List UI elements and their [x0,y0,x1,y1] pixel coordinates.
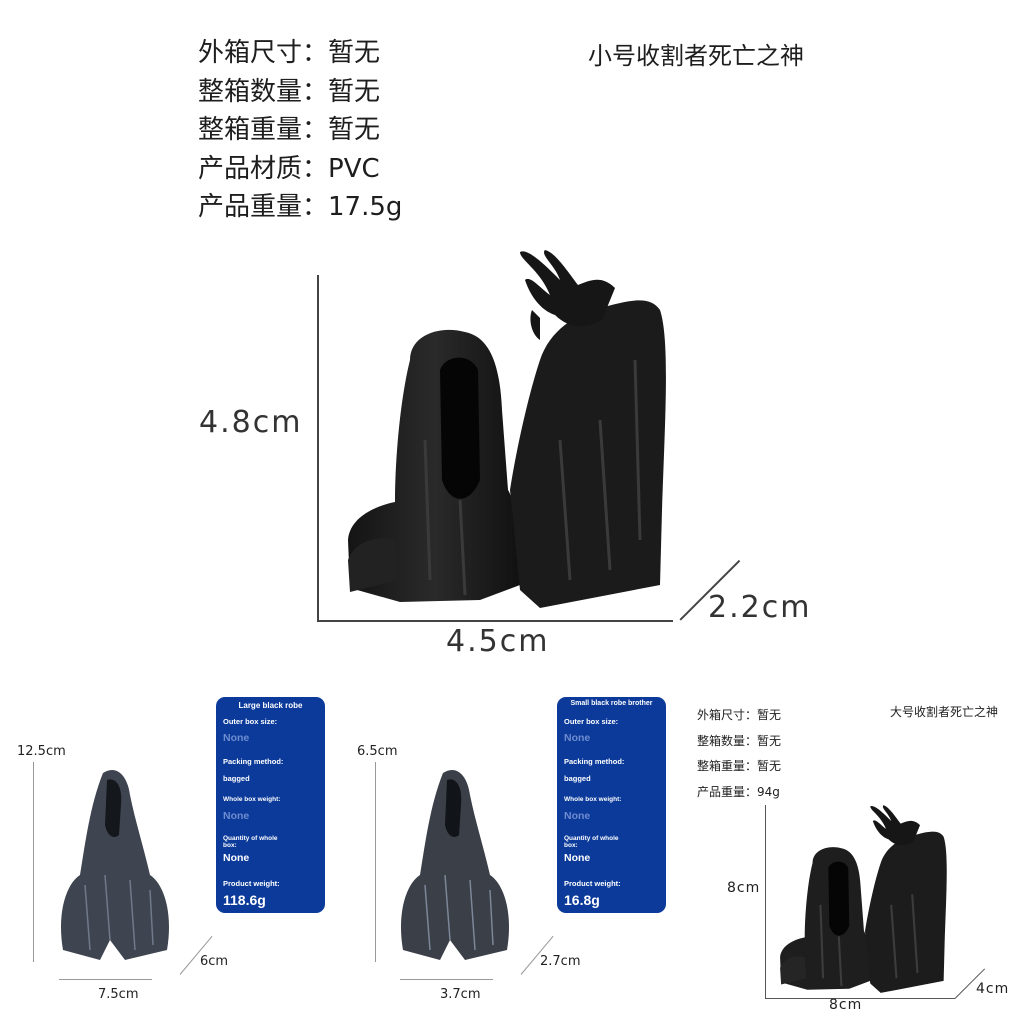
spec-value: 17.5g [328,192,403,222]
spec-value: 暂无 [757,759,782,773]
spec-label: 产品重量： [697,784,758,799]
spec-value: PVC [328,153,380,184]
spec-row: 整箱重量：暂无 [697,754,781,780]
large-reaper-figure-image [780,805,947,993]
width-line [317,620,673,622]
spec-value: 暂无 [328,76,381,107]
height-line [317,275,319,620]
spec-value: 暂无 [328,38,381,68]
small-width-label: 3.7cm [440,987,481,1002]
spec-value: 暂无 [328,115,381,145]
product-weight-value: 16.8g [564,892,600,908]
product-title-small-reaper: 小号收割者死亡之神 [588,42,804,70]
outer-box-label: Outer box size: [564,717,619,726]
top-spec-list: 外箱尺寸：暂无 整箱数量：暂无 整箱重量：暂无 产品材质：PVC 产品重量：17… [198,34,402,227]
outer-box-value: None [564,732,591,744]
spec-label: 产品重量： [198,192,329,222]
packing-label: Packing method: [564,757,625,766]
lr-width-line [765,998,955,999]
large-height-label: 12.5cm [17,744,66,759]
small-width-line [400,979,493,980]
large-robe-figure-image [60,769,170,960]
packing-value: bagged [564,774,591,783]
spec-label: 整箱数量： [697,733,758,748]
whole-weight-value: None [564,810,591,822]
quantity-value: None [223,852,250,864]
card-title: Small black robe brother [570,700,653,707]
outer-box-value: None [223,732,250,744]
lr-height-line [765,805,766,998]
product-weight-value: 118.6g [223,892,266,908]
spec-row: 整箱数量：暂无 [198,73,402,112]
small-robe-spec-card: Small black robe brother Outer box size:… [557,697,666,913]
spec-value: 暂无 [757,708,782,722]
packing-label: Packing method: [223,757,284,766]
outer-box-label: Outer box size: [223,717,278,726]
card-title: Large black robe [238,701,303,710]
spec-label: 外箱尺寸： [198,38,329,68]
quantity-value: None [564,852,591,864]
small-depth-label: 2.7cm [540,954,581,969]
spec-row: 产品重量：17.5g [198,188,402,227]
large-width-label: 7.5cm [98,987,139,1002]
spec-label: 整箱重量： [198,115,329,145]
spec-value: 94g [757,784,780,799]
quantity-label: Quantity of whole box: [564,835,619,849]
lr-height-label: 8cm [727,880,761,896]
reaper-figure-image [348,250,666,608]
large-depth-label: 6cm [200,954,229,969]
product-weight-label: Product weight: [564,879,621,888]
large-reaper-spec-list: 外箱尺寸：暂无 整箱数量：暂无 整箱重量：暂无 产品重量：94g [697,703,781,805]
product-title-large-reaper: 大号收割者死亡之神 [890,705,999,719]
spec-label: 外箱尺寸： [697,708,758,722]
whole-weight-label: Whole box weight: [223,796,281,803]
spec-row: 产品材质：PVC [198,150,402,189]
whole-weight-value: None [223,810,250,822]
width-label: 4.5cm [446,624,550,659]
large-robe-spec-card: Large black robe Outer box size: None Pa… [216,697,325,913]
small-height-label: 6.5cm [357,744,398,759]
spec-row: 整箱重量：暂无 [198,111,402,150]
spec-value: 暂无 [757,733,782,748]
large-height-line [33,762,34,962]
lr-depth-label: 4cm [976,981,1010,997]
height-label: 4.8cm [199,405,303,440]
spec-row: 外箱尺寸：暂无 [697,703,781,729]
spec-row: 整箱数量：暂无 [697,729,781,755]
product-weight-label: Product weight: [223,879,280,888]
spec-row: 外箱尺寸：暂无 [198,34,402,73]
lr-width-label: 8cm [829,997,863,1013]
quantity-label: Quantity of whole box: [223,835,278,849]
small-height-line [375,762,376,962]
large-width-line [59,979,152,980]
packing-value: bagged [223,774,250,783]
spec-label: 整箱数量： [198,76,329,107]
spec-row: 产品重量：94g [697,780,781,806]
spec-label: 产品材质： [198,153,329,184]
small-robe-figure-image [400,769,510,960]
whole-weight-label: Whole box weight: [564,796,622,803]
depth-label: 2.2cm [708,590,812,625]
spec-label: 整箱重量： [697,759,758,773]
